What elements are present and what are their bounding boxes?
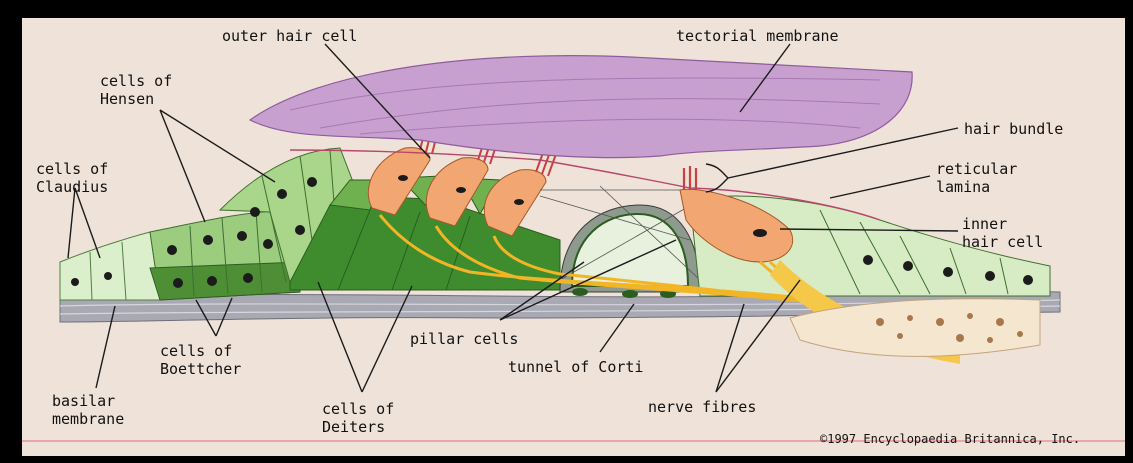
label-inner-hair-cell: inner hair cell bbox=[962, 215, 1043, 251]
copyright-notice: ©1997 Encyclopaedia Britannica, Inc. bbox=[820, 432, 1080, 446]
label-cells-of-hensen: cells of Hensen bbox=[100, 72, 172, 108]
label-basilar-membrane: basilar membrane bbox=[52, 392, 124, 428]
label-tunnel-of-corti: tunnel of Corti bbox=[508, 358, 643, 376]
label-tectorial-membrane: tectorial membrane bbox=[676, 27, 839, 45]
label-hair-bundle: hair bundle bbox=[964, 120, 1063, 138]
label-nerve-fibres: nerve fibres bbox=[648, 398, 756, 416]
label-cells-of-deiters: cells of Deiters bbox=[322, 400, 394, 436]
label-cells-of-boettcher: cells of Boettcher bbox=[160, 342, 241, 378]
label-reticular-lamina: reticular lamina bbox=[936, 160, 1017, 196]
label-pillar-cells: pillar cells bbox=[410, 330, 518, 348]
label-cells-of-claudius: cells of Claudius bbox=[36, 160, 108, 196]
cells-of-claudius-shape bbox=[60, 232, 160, 300]
label-outer-hair-cell: outer hair cell bbox=[222, 27, 357, 45]
